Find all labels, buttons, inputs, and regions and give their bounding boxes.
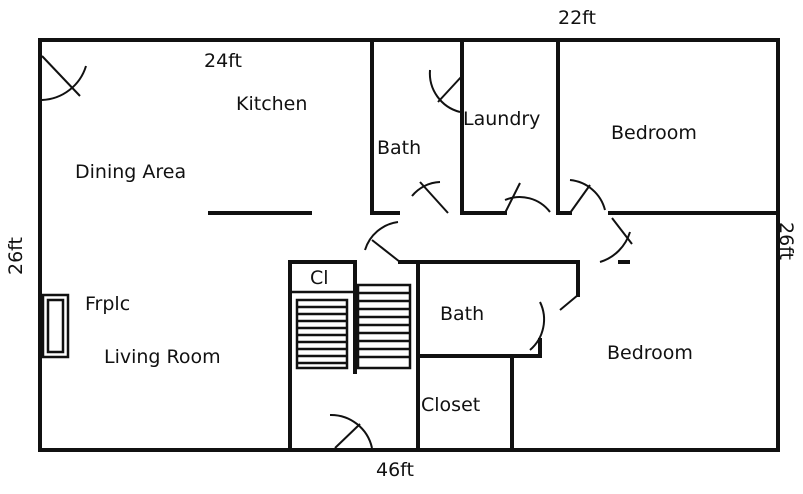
dimension-bottom: 46ft [376, 459, 414, 481]
room-label-bath-upper: Bath [377, 137, 421, 159]
dimension-right: 26ft [775, 222, 797, 260]
door-front-icon [329, 413, 373, 449]
fireplace-inner [46, 298, 65, 354]
room-label-bedroom-upper: Bedroom [611, 122, 697, 144]
room-label-fireplace: Frplc [85, 293, 130, 315]
stairs-right [356, 283, 412, 370]
room-label-bedroom-lower: Bedroom [607, 342, 693, 364]
door-bedroom-lower-hall-icon [599, 217, 633, 263]
door-laundry-icon [504, 182, 551, 214]
door-bath-hall-icon [411, 181, 449, 214]
room-label-dining-area: Dining Area [75, 161, 186, 183]
room-label-bath-lower: Bath [440, 303, 484, 325]
room-label-closet-small: Cl [310, 267, 329, 289]
dimension-top: 22ft [558, 7, 596, 29]
dimension-left: 26ft [5, 237, 27, 275]
room-label-closet: Closet [421, 394, 480, 416]
entry-door-icon [41, 55, 87, 101]
door-stair-hall-icon [364, 221, 401, 263]
outer-wall [38, 38, 780, 452]
room-label-kitchen: Kitchen [236, 93, 307, 115]
fireplace-box [41, 293, 70, 359]
room-label-laundry: Laundry [463, 108, 540, 130]
dimension-kitchen-width: 24ft [204, 50, 242, 72]
room-label-living-room: Living Room [104, 346, 221, 368]
door-bedroom-upper-icon [569, 179, 606, 214]
stairs-left [295, 298, 349, 370]
door-upper-bath-icon [428, 69, 463, 113]
door-lower-bath-icon [529, 294, 579, 351]
